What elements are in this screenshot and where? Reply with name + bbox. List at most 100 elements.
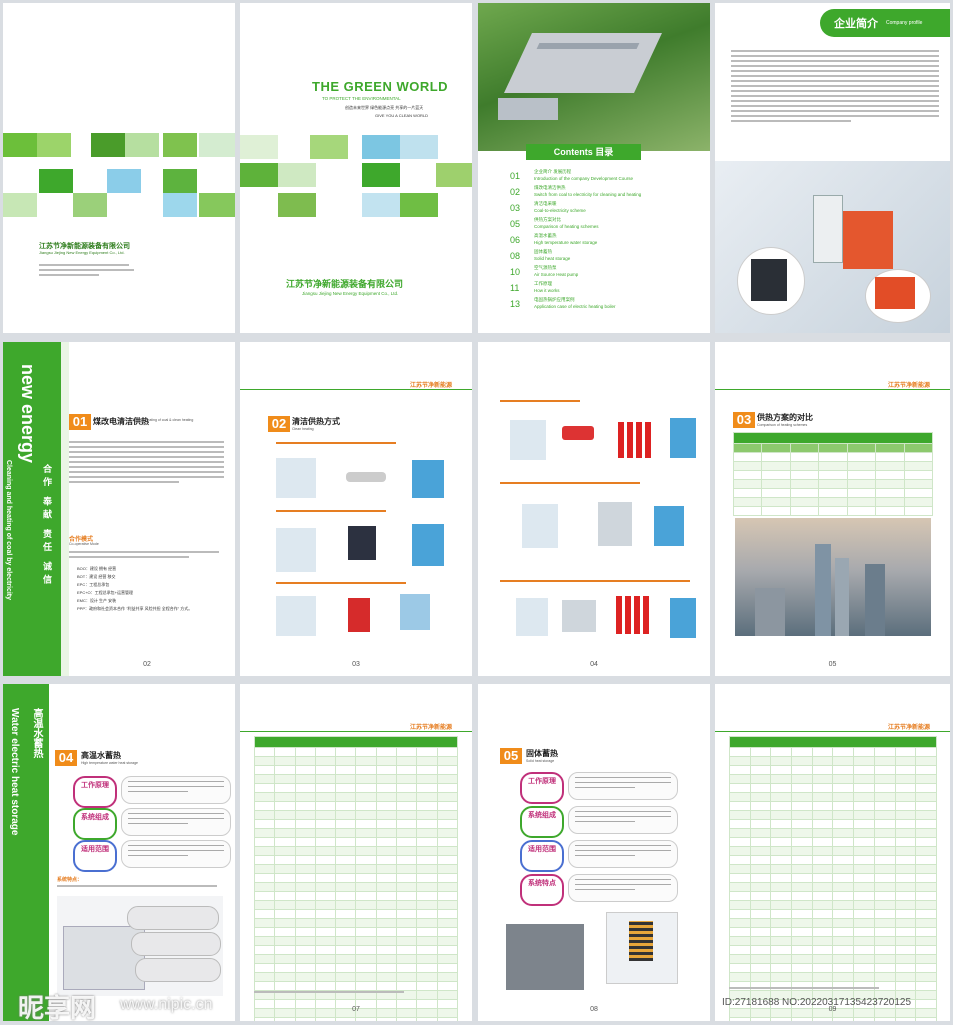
watermark-id: ID:27181688 NO:20220317135423720125 xyxy=(722,997,912,1008)
cover-slogan-en: GIVE YOU A CLEAN WORLD xyxy=(375,113,429,118)
scheme-diagram-4 xyxy=(500,400,700,478)
feature-text xyxy=(57,882,217,890)
feature-description xyxy=(568,806,678,834)
contents-cn: 清洁电采暖 xyxy=(534,201,557,206)
page-09: 江苏节净新能源 09 xyxy=(715,684,950,1021)
contents-number: 13 xyxy=(510,299,521,309)
coop-item: EMC：设计 生产 安装 xyxy=(77,598,117,603)
back-company-name: 江苏节净新能源装备有限公司 xyxy=(39,243,130,250)
page-number: 09 xyxy=(828,1006,837,1013)
contents-en: Coal-to-electricity scheme xyxy=(534,208,586,213)
section-02-sub: Clean heating xyxy=(292,427,314,431)
section-01-text xyxy=(69,438,224,486)
contents-cn: 固体蓄热 xyxy=(534,249,552,254)
page-number: 05 xyxy=(828,661,837,668)
contents-number: 10 xyxy=(510,267,521,277)
side-title-en: Water electric heat storage xyxy=(9,708,20,836)
contents-number: 06 xyxy=(510,235,521,245)
green-side-band: new energy Cleaning and heating of coal … xyxy=(3,342,61,676)
watermark-site: www.nipic.cn xyxy=(120,996,213,1013)
contents-cn: 工作原理 xyxy=(534,281,552,286)
contents-number: 01 xyxy=(510,171,521,181)
cover-title: THE GREEN WORLD xyxy=(312,79,449,94)
coop-item: EPC+O：工程总承包+运营管理 xyxy=(77,590,134,595)
feature-pill: 工作原理 xyxy=(520,772,564,804)
section-02-number: 02 xyxy=(268,416,290,432)
coop-item: BOT：建设 经营 移交 xyxy=(77,574,116,579)
front-cover-page: THE GREEN WORLD TO PROTECT THE ENVIRONME… xyxy=(240,3,472,333)
page-number: 08 xyxy=(590,1006,598,1013)
brand-header: 江苏节净新能源 xyxy=(409,725,452,731)
feature-pill: 系统组成 xyxy=(73,808,117,840)
page-08: 05 固体蓄热 Solid heat storage 工作原理系统组成适用范围系… xyxy=(478,684,710,1021)
scheme-diagram-3 xyxy=(270,582,460,644)
coop-item: BOO：建设 拥有 经营 xyxy=(77,566,117,571)
page-03: 江苏节净新能源 02 清洁供热方式 Clean heating 03 xyxy=(240,342,472,676)
section-03-sub: Comparison of heating schemes xyxy=(757,423,808,427)
scheme-diagram-6 xyxy=(500,580,700,656)
page-04: 04 xyxy=(478,342,710,676)
feature-description xyxy=(568,840,678,868)
contents-item: 08 固体蓄热 Solid heat storage xyxy=(510,249,710,265)
profile-banner-en: Company profile xyxy=(886,20,923,26)
section-05-sub: Solid heat storage xyxy=(526,759,555,763)
contents-cn: 高温水蓄热 xyxy=(534,233,557,238)
profile-body-text xyxy=(731,47,939,125)
coop-sub: Co-operative Mode xyxy=(69,542,99,546)
feature-description xyxy=(121,808,231,836)
factory-aerial-photo xyxy=(478,3,710,151)
contents-number: 08 xyxy=(510,251,521,261)
side-title-en: new energy xyxy=(18,364,38,464)
cover-slogan: 创造未来世界 绿色能源点亮 共享的一片蓝天 xyxy=(345,105,424,110)
feature-description xyxy=(121,840,231,868)
page-02: new energy Cleaning and heating of coal … xyxy=(3,342,235,676)
scheme-diagram-5 xyxy=(500,482,700,568)
section-01-tab xyxy=(61,342,69,676)
coop-intro xyxy=(69,548,219,561)
page-number: 02 xyxy=(143,661,151,668)
section-03-number: 03 xyxy=(733,412,755,428)
contents-cn: 空气源热泵 xyxy=(534,265,557,270)
section-04-title: 高温水蓄热 xyxy=(81,751,121,760)
feature-pill: 适用范围 xyxy=(73,840,117,872)
cover-company-en: Jiangsu Jiejing New Energy Equipment Co.… xyxy=(302,291,399,296)
green-side-band: 高温水蓄热 Water electric heat storage xyxy=(3,684,49,1021)
feature-pill: 适用范围 xyxy=(520,840,564,872)
feature-pill: 系统组成 xyxy=(520,806,564,838)
cover-subtitle: TO PROTECT THE ENVIRONMENTAL xyxy=(322,96,401,101)
table-note xyxy=(254,988,404,996)
brand-header: 江苏节净新能源 xyxy=(409,383,452,389)
profile-banner: 企业简介 Company profile xyxy=(820,9,950,37)
page-05: 江苏节净新能源 03 供热方案的对比 Comparison of heating… xyxy=(715,342,950,676)
profile-banner-cn: 企业简介 xyxy=(834,18,878,30)
feature-description xyxy=(121,776,231,804)
back-cover-page: 江苏节净新能源装备有限公司 Jiangsu Jiejing New Energy… xyxy=(3,3,235,333)
page-number: 04 xyxy=(590,661,598,668)
contents-item: 06 高温水蓄热 High temperature water storage xyxy=(510,233,710,249)
page-number: 07 xyxy=(352,1006,360,1013)
section-03-title: 供热方案的对比 xyxy=(757,413,813,422)
contact-lines xyxy=(39,261,139,279)
contents-number: 02 xyxy=(510,187,521,197)
section-01-sub: Electric heating of coal & clean heating xyxy=(133,418,194,422)
section-05-number: 05 xyxy=(500,748,522,764)
contents-cn: 供热方案对比 xyxy=(534,217,561,222)
side-title-sub: Cleaning and heating of coal by electric… xyxy=(5,460,12,601)
page-07: 江苏节净新能源 07 xyxy=(240,684,472,1021)
section-04-number: 04 xyxy=(55,750,77,766)
company-profile-page: 企业简介 Company profile xyxy=(715,3,950,333)
feature-description xyxy=(568,874,678,902)
contents-en: High temperature water storage xyxy=(534,240,598,245)
contents-en: Solid heat storage xyxy=(534,256,571,261)
brand-header: 江苏节净新能源 xyxy=(887,725,930,731)
section-04-sub: High temperature water heat storage xyxy=(81,761,139,765)
comparison-table xyxy=(732,432,934,516)
